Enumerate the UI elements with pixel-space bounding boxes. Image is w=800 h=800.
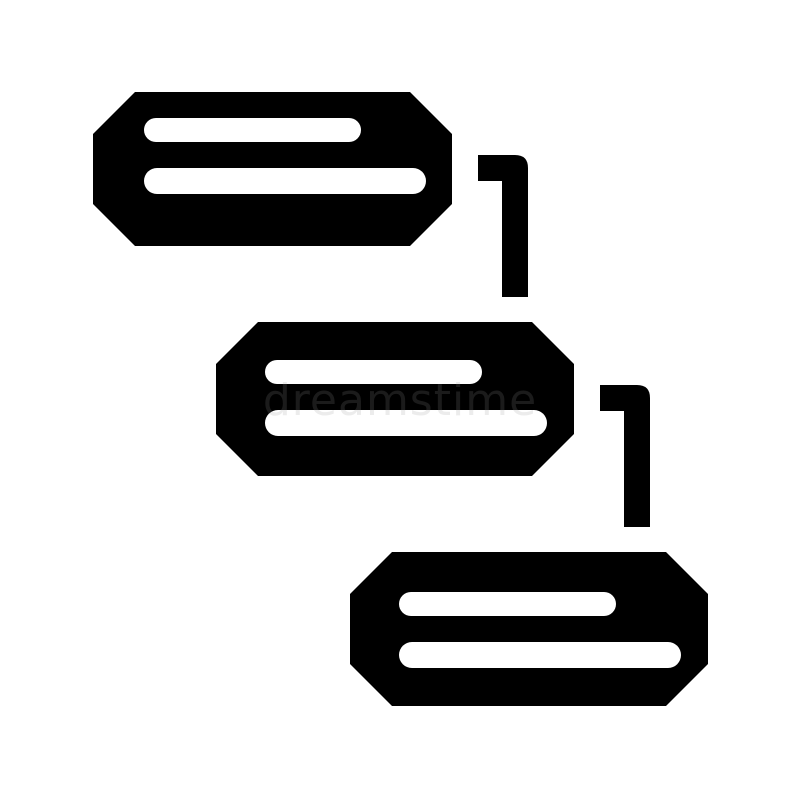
step-block-1 [93, 92, 452, 246]
text-line-short [265, 360, 482, 384]
step-block-3 [350, 552, 708, 706]
block-shape [216, 322, 574, 476]
text-line-long [265, 410, 547, 436]
step-block-2 [216, 322, 574, 476]
text-line-long [399, 642, 681, 668]
text-line-long [144, 168, 426, 194]
connector-group [478, 155, 650, 527]
connector-elbow-1 [478, 155, 528, 297]
text-line-short [144, 118, 361, 142]
text-line-short [399, 592, 616, 616]
connector-elbow-2 [600, 385, 650, 527]
block-shape [350, 552, 708, 706]
